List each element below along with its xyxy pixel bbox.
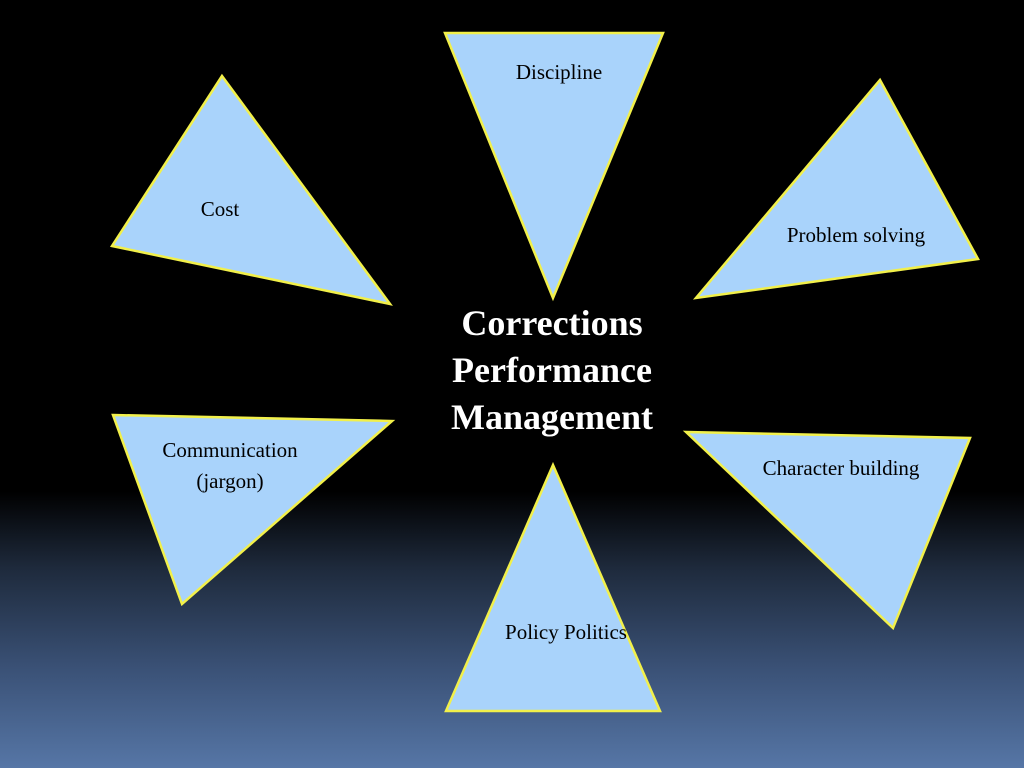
label-communication-line-1: Communication (162, 438, 298, 462)
label-cost: Cost (200, 197, 240, 221)
label-policy-politics: Policy Politics (505, 620, 627, 644)
triangle-communication (111, 413, 396, 607)
triangle-cost (109, 73, 393, 306)
label-problem-solving: Problem solving (786, 223, 926, 247)
label-communication: Communication (jargon) (144, 435, 316, 497)
label-character-building: Character building (762, 456, 920, 480)
center-title-line-1: Corrections (461, 303, 643, 343)
center-title-line-3: Management (451, 397, 653, 437)
center-title-line-2: Performance (452, 350, 652, 390)
triangle-problem-solving (692, 77, 980, 300)
triangle-discipline (443, 31, 665, 302)
triangle-character-building (682, 430, 972, 631)
triangle-policy-politics (444, 461, 662, 713)
label-communication-line-2: (jargon) (196, 469, 264, 493)
center-title: Corrections Performance Management (412, 300, 692, 441)
label-discipline: Discipline (515, 60, 603, 84)
